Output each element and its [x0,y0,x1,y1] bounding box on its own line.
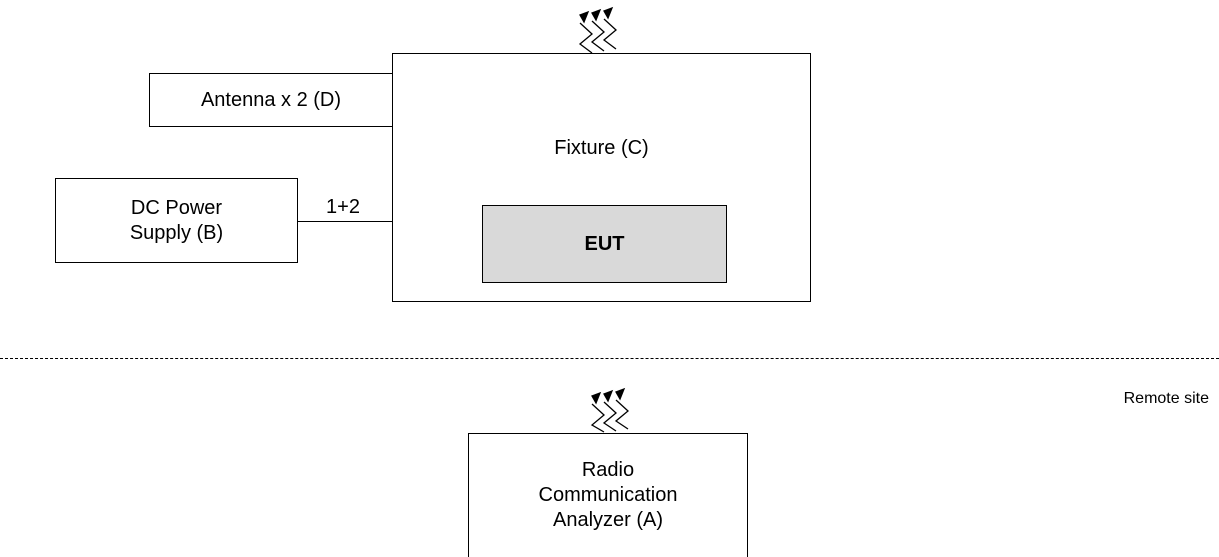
remote-site-label: Remote site [1123,390,1209,407]
fixture-box: Fixture (C) EUT [392,53,811,302]
power-label-line2: Supply (B) [129,221,224,244]
fixture-label: Fixture (C) [554,137,649,159]
analyzer-label-line2: Communication [538,484,678,506]
power-label-line1: DC Power [130,196,223,219]
dc-power-supply-box: DC Power Supply (B) [55,178,298,263]
analyzer-wireless-icon [590,387,629,433]
eut-box: EUT [482,205,727,283]
analyzer-label-line1: Radio [581,459,635,481]
site-separator-line [0,358,1219,359]
analyzer-label-line3: Analyzer (A) [552,509,664,531]
power-connection-line [298,221,393,222]
connection-label: 1+2 [326,196,360,218]
antenna-box: Antenna x 2 (D) [149,73,393,127]
eut-label: EUT [584,232,625,255]
antenna-label: Antenna x 2 (D) [200,88,342,111]
radio-communication-analyzer-box: Radio Communication Analyzer (A) [468,433,748,557]
fixture-wireless-icon [578,6,617,54]
